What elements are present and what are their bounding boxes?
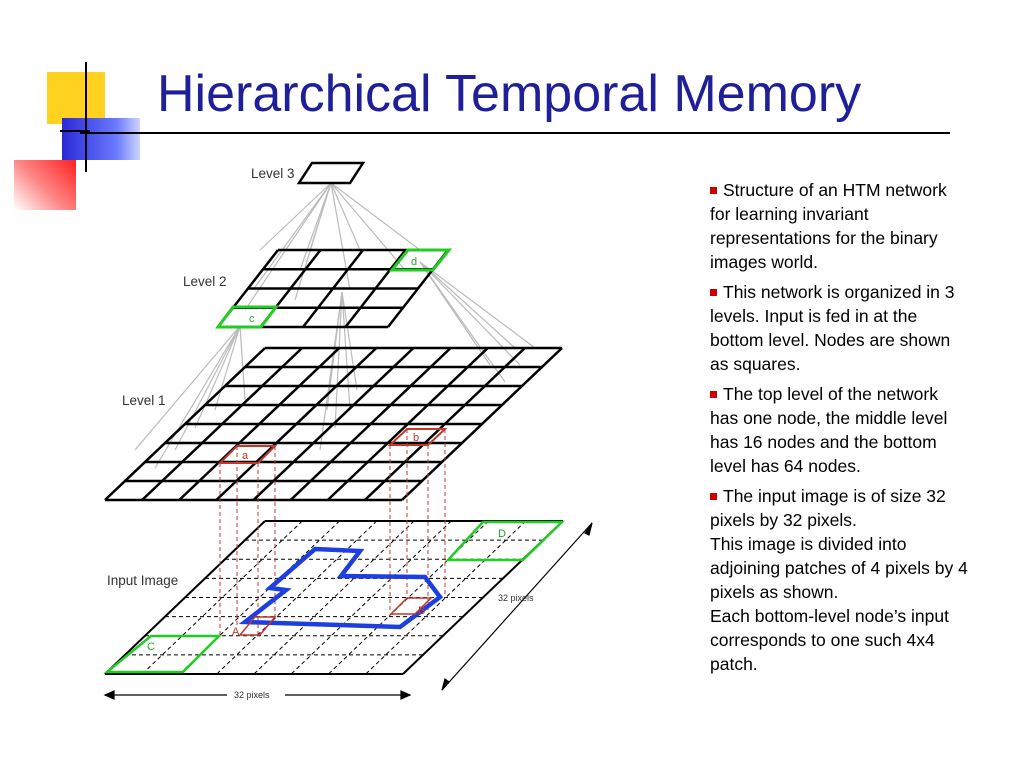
bullet-4-continuation-2: Each bottom-level node’s input correspon…	[710, 606, 949, 674]
grid-in-col-line	[216, 520, 378, 675]
bullet-4-continuation-1: This image is divided into adjoining pat…	[710, 534, 968, 602]
patch-C-label: C	[147, 641, 155, 653]
patch-B	[389, 597, 433, 615]
input-shape	[238, 546, 444, 630]
input-image-label: Input Image	[107, 573, 178, 588]
node-d-label: d	[411, 256, 417, 268]
bullet-3-text: The top level of the network has one nod…	[710, 384, 948, 476]
bullet-marker	[710, 289, 717, 296]
node-b	[387, 428, 448, 446]
connection-line	[419, 261, 506, 383]
connection-line	[294, 182, 332, 301]
grid-l1-col-line	[401, 347, 563, 501]
input-image-grid	[104, 520, 564, 675]
connection-line	[341, 291, 351, 411]
connection-line	[259, 182, 332, 251]
grid-l2-col-line	[302, 249, 364, 328]
connection-line	[214, 325, 241, 411]
connection-line	[330, 182, 406, 271]
node-c-label: c	[249, 313, 255, 325]
dimension-bottom-label: 32 pixels	[234, 690, 270, 700]
bullet-marker	[710, 391, 717, 398]
connection-line	[299, 182, 332, 271]
level3-label: Level 3	[251, 166, 295, 181]
title-underline	[80, 132, 950, 134]
patch-A-label: A	[232, 626, 240, 638]
bullet-3: The top level of the network has one nod…	[710, 382, 970, 478]
level2-label: Level 2	[183, 274, 227, 289]
node-a-label: a	[242, 450, 249, 462]
patch-D-label: D	[498, 528, 506, 540]
connection-line	[330, 182, 421, 251]
connection-line	[330, 182, 361, 251]
patch-link-lines	[219, 429, 446, 635]
connection-line	[334, 291, 343, 429]
patch-D	[445, 520, 566, 562]
grid-l1-col-line	[364, 347, 526, 501]
deco-horizontal-line	[60, 130, 90, 132]
deco-blue-square	[62, 118, 140, 160]
bullet-2-text: This network is organized in 3 levels. I…	[710, 282, 955, 374]
bullet-2: This network is organized in 3 levels. I…	[710, 280, 970, 376]
connection-line	[154, 325, 241, 469]
patch-C	[103, 634, 223, 674]
connection-line	[330, 182, 351, 291]
grid-in-col-line	[141, 520, 303, 675]
grid-in-col-line	[365, 520, 527, 675]
bullet-1-text: Structure of an HTM network for learning…	[710, 180, 947, 272]
bullet-list: Structure of an HTM network for learning…	[710, 178, 970, 682]
connection-line	[194, 325, 241, 429]
grid-in-col-line	[253, 520, 415, 675]
bullet-4: The input image is of size 32 pixels by …	[710, 484, 970, 676]
patch-B-label: B	[418, 605, 425, 617]
bullet-marker	[710, 187, 717, 194]
bullet-1: Structure of an HTM network for learning…	[710, 178, 970, 274]
connection-line	[174, 325, 241, 451]
grid-l1-col-line	[289, 347, 452, 501]
deco-red-square	[14, 160, 76, 210]
node-a	[217, 445, 278, 464]
node-c	[215, 305, 279, 329]
dimension-bottom-gap	[227, 689, 285, 701]
connection-line	[419, 261, 536, 349]
connection-line	[239, 325, 246, 401]
grid-l1-col-line	[252, 347, 415, 501]
deco-yellow-square	[47, 72, 105, 124]
bullet-4-text: The input image is of size 32 pixels by …	[710, 486, 946, 530]
slide-title: Hierarchical Temporal Memory	[157, 65, 862, 123]
htm-diagram: Level 3 Level 2 Level 1 Input Image d c …	[103, 161, 593, 701]
level3-node	[296, 161, 366, 185]
grid-l1-col-line	[326, 347, 489, 501]
level1-grid	[104, 346, 563, 502]
node-b-label: b	[413, 432, 419, 444]
bullet-marker	[710, 493, 717, 500]
connection-line	[252, 182, 332, 291]
connection-line	[419, 261, 521, 366]
dimension-right-label: 32 pixels	[498, 593, 534, 603]
connection-line	[134, 325, 241, 451]
connection-line	[419, 261, 516, 349]
grid-in-col-line	[290, 520, 452, 675]
deco-vertical-line	[85, 62, 87, 172]
dimension-right	[441, 522, 593, 691]
node-d	[388, 248, 453, 272]
patch-A	[238, 616, 277, 636]
grid-l2-col-line	[344, 249, 407, 328]
level1-label: Level 1	[122, 393, 166, 408]
